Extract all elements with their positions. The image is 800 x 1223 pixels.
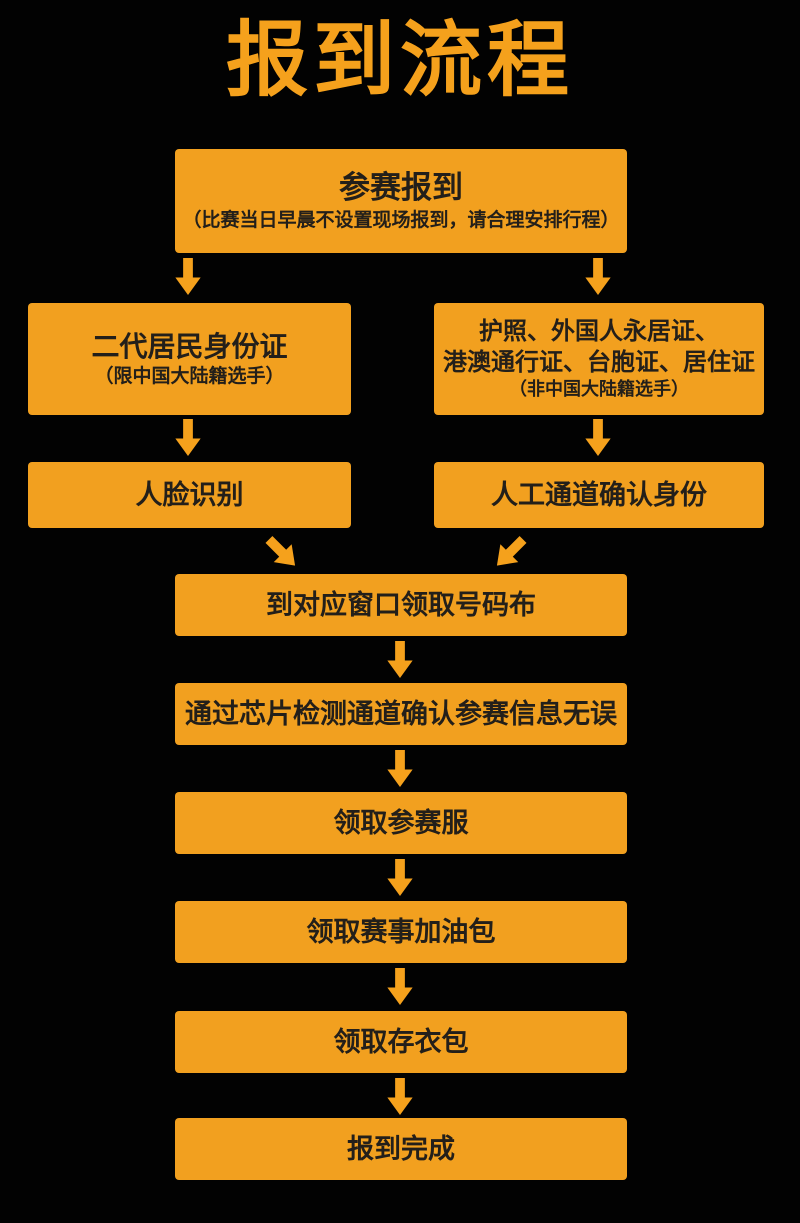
down-arrow-icon: [583, 419, 613, 456]
down-arrow-icon: [173, 419, 203, 456]
step-documents: 护照、外国人永居证、 港澳通行证、台胞证、居住证 （非中国大陆籍选手）: [434, 303, 764, 415]
step-id-card-title: 二代居民身份证: [91, 330, 288, 362]
step-start: 参赛报到 （比赛当日早晨不设置现场报到，请合理安排行程）: [175, 149, 627, 253]
step-collect-bib-title: 到对应窗口领取号码布: [266, 589, 536, 620]
step-collect-cheer-pack: 领取赛事加油包: [175, 901, 627, 963]
step-face-recognition-title: 人脸识别: [135, 479, 244, 510]
step-collect-bib: 到对应窗口领取号码布: [175, 574, 627, 636]
step-face-recognition: 人脸识别: [28, 462, 351, 528]
step-manual-verify: 人工通道确认身份: [434, 462, 764, 528]
step-id-card-subtitle: （限中国大陆籍选手）: [94, 365, 285, 387]
step-id-card: 二代居民身份证 （限中国大陆籍选手）: [28, 303, 351, 415]
step-manual-verify-title: 人工通道确认身份: [491, 479, 707, 510]
step-documents-title-line1: 护照、外国人永居证、: [479, 318, 719, 346]
step-collect-storage-bag-title: 领取存衣包: [333, 1026, 469, 1057]
step-complete: 报到完成: [175, 1118, 627, 1180]
step-collect-storage-bag: 领取存衣包: [175, 1011, 627, 1073]
down-arrow-icon: [385, 750, 415, 787]
step-collect-cheer-pack-title: 领取赛事加油包: [306, 916, 496, 947]
step-chip-check-title: 通过芯片检测通道确认参赛信息无误: [185, 698, 617, 729]
step-start-title: 参赛报到: [339, 169, 463, 205]
down-arrow-icon: [583, 258, 613, 295]
down-arrow-icon: [385, 859, 415, 896]
down-arrow-icon: [385, 1078, 415, 1115]
down-right-arrow-icon: [258, 529, 305, 576]
step-start-subtitle: （比赛当日早晨不设置现场报到，请合理安排行程）: [182, 209, 620, 231]
down-arrow-icon: [173, 258, 203, 295]
step-chip-check: 通过芯片检测通道确认参赛信息无误: [175, 683, 627, 745]
step-documents-title-line2: 港澳通行证、台胞证、居住证: [443, 349, 755, 377]
page-title: 报到流程: [225, 15, 574, 106]
step-documents-subtitle: （非中国大陆籍选手）: [509, 379, 689, 400]
down-arrow-icon: [385, 641, 415, 678]
down-left-arrow-icon: [486, 529, 533, 576]
step-collect-shirt-title: 领取参赛服: [333, 807, 469, 838]
step-complete-title: 报到完成: [347, 1133, 455, 1164]
down-arrow-icon: [385, 968, 415, 1005]
step-collect-shirt: 领取参赛服: [175, 792, 627, 854]
